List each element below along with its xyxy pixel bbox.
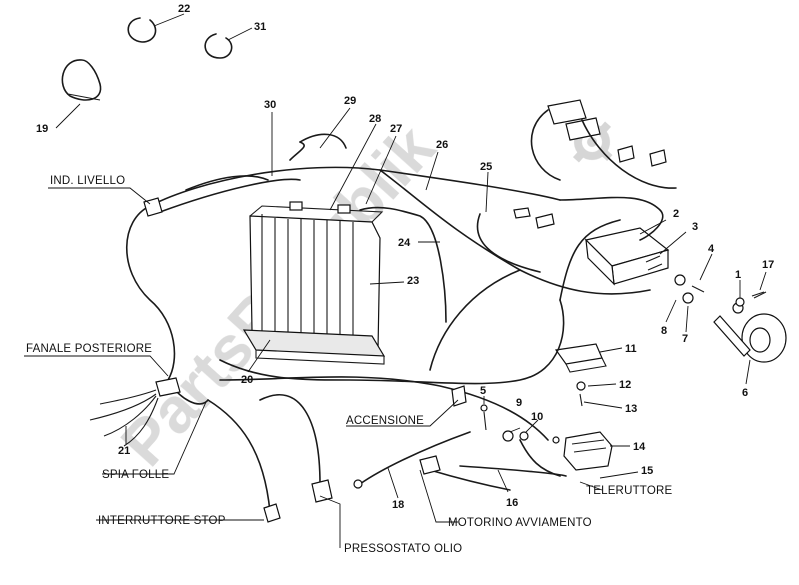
callout-5: 5: [480, 385, 486, 397]
callout-22: 22: [178, 3, 190, 15]
battery: [242, 201, 386, 365]
label-spia-folle: SPIA FOLLE: [102, 469, 169, 481]
horn: [713, 291, 787, 363]
callout-19: 19: [36, 123, 48, 135]
callout-21: 21: [118, 445, 130, 457]
label-accensione: ACCENSIONE: [346, 415, 424, 427]
callout-4: 4: [708, 243, 715, 255]
callout-25: 25: [480, 161, 492, 173]
callout-28: 28: [369, 113, 381, 125]
voltage-regulator: [584, 227, 670, 286]
callout-1: 1: [735, 269, 741, 281]
oil-pressure-switch: [311, 479, 333, 503]
callout-15: 15: [641, 465, 653, 477]
callout-12: 12: [619, 379, 631, 391]
callout-23: 23: [407, 275, 419, 287]
callout-6: 6: [742, 387, 748, 399]
label-interruttore-stop: INTERRUTTORE STOP: [98, 515, 226, 527]
small-hardware: [480, 274, 765, 442]
callout-17: 17: [762, 259, 774, 271]
connector-block: [513, 99, 667, 229]
callout-30: 30: [264, 99, 276, 111]
label-fanale-posteriore: FANALE POSTERIORE: [26, 343, 152, 355]
callout-20: 20: [241, 374, 253, 386]
clip-22: [127, 17, 157, 43]
callout-numbers: 1 2 3 4 5 6 7 8 9 10 11 12 13 14 15 16 1…: [36, 3, 774, 511]
callout-26: 26: [436, 139, 448, 151]
callout-7: 7: [682, 333, 688, 345]
callout-13: 13: [625, 403, 637, 415]
callout-27: 27: [390, 123, 402, 135]
callout-14: 14: [633, 441, 646, 453]
callout-31: 31: [254, 21, 266, 33]
callout-8: 8: [661, 325, 667, 337]
stop-switch: [263, 503, 281, 523]
label-motorino-avviamento: MOTORINO AVVIAMENTO: [448, 517, 592, 529]
clip-31: [204, 33, 233, 59]
starter-relay: [552, 431, 613, 471]
relay-bracket: [554, 343, 607, 373]
callout-2: 2: [673, 208, 679, 220]
callout-11: 11: [625, 343, 637, 355]
callout-29: 29: [344, 95, 356, 107]
leader-lines: [24, 13, 767, 548]
callout-3: 3: [692, 221, 698, 233]
callout-10: 10: [531, 411, 543, 423]
callout-24: 24: [398, 237, 411, 249]
cable-tie-19: [61, 59, 102, 101]
level-sensor-connector: [143, 197, 163, 217]
callout-9: 9: [516, 397, 522, 409]
callout-18: 18: [392, 499, 404, 511]
wiring-harness: [125, 109, 677, 513]
tail-light-connector: [89, 377, 181, 447]
ignition-connector: [451, 385, 467, 407]
part-labels: IND. LIVELLO FANALE POSTERIORE SPIA FOLL…: [26, 175, 672, 555]
callout-16: 16: [506, 497, 518, 509]
label-teleruttore: TELERUTTORE: [586, 485, 672, 497]
ring-terminal-18: [353, 479, 363, 489]
starter-motor-lead: [419, 455, 441, 475]
label-ind-livello: IND. LIVELLO: [50, 175, 125, 187]
label-pressostato-olio: PRESSOSTATO OLIO: [344, 543, 462, 555]
